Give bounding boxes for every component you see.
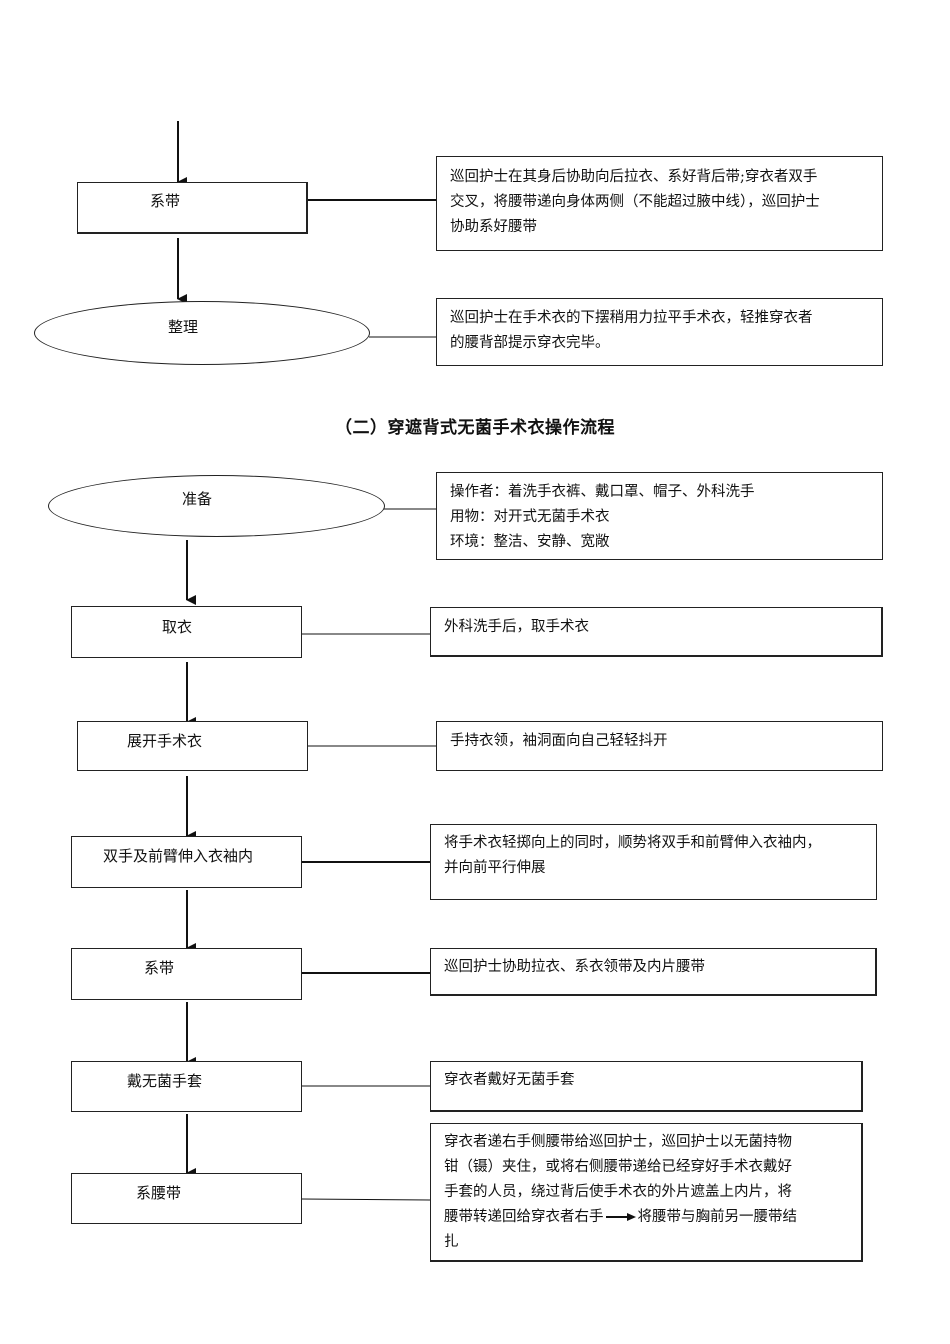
- note-line: 穿衣者戴好无菌手套: [444, 1072, 575, 1088]
- note-line: 手套的人员，绕过背后使手术衣的外片遮盖上内片，将: [444, 1184, 792, 1200]
- step-take-label: 取衣: [162, 618, 193, 636]
- step-sleeves-box: 双手及前臂伸入衣袖内: [71, 836, 302, 888]
- step-tie-note: 巡回护士在其身后协助向后拉衣、系好背后带;穿衣者双手 交叉，将腰带递向身体两侧（…: [436, 156, 883, 251]
- step-unfold-note: 手持衣领，袖洞面向自己轻轻抖开: [436, 721, 883, 771]
- note-text: 腰带转递回给穿衣者右手: [444, 1209, 604, 1225]
- step-tie-label: 系带: [150, 192, 181, 210]
- step-waist-note: 穿衣者递右手侧腰带给巡回护士，巡回护士以无菌持物 钳（镊）夹住，或将右侧腰带递给…: [430, 1123, 863, 1262]
- note-line: 并向前平行伸展: [444, 860, 546, 876]
- note-line: 穿衣者递右手侧腰带给巡回护士，巡回护士以无菌持物: [444, 1134, 792, 1150]
- step-gloves-note: 穿衣者戴好无菌手套: [430, 1061, 863, 1112]
- step-tidy-note: 巡回护士在手术衣的下摆稍用力拉平手术衣，轻推穿衣者 的腰背部提示穿衣完毕。: [436, 298, 883, 366]
- note-line: 巡回护士在其身后协助向后拉衣、系好背后带;穿衣者双手: [450, 169, 818, 185]
- step-prepare-label: 准备: [182, 490, 213, 508]
- step-prepare-ellipse: 准备: [48, 475, 385, 537]
- right-arrow-icon: [605, 1213, 636, 1221]
- step-waist-label: 系腰带: [136, 1184, 182, 1202]
- step-take-note: 外科洗手后，取手术衣: [430, 607, 883, 657]
- note-line: 用物：对开式无菌手术衣: [450, 509, 610, 525]
- section-title: （二）穿遮背式无菌手术衣操作流程: [335, 418, 615, 438]
- note-line: 环境：整洁、安静、宽敞: [450, 534, 610, 550]
- step-gloves-label: 戴无菌手套: [127, 1072, 203, 1090]
- step-prepare-note: 操作者：着洗手衣裤、戴口罩、帽子、外科洗手 用物：对开式无菌手术衣 环境：整洁、…: [436, 472, 883, 560]
- note-line: 手持衣领，袖洞面向自己轻轻抖开: [450, 733, 668, 749]
- note-line-with-arrow: 腰带转递回给穿衣者右手 将腰带与胸前另一腰带结: [444, 1205, 851, 1230]
- note-text: 将腰带与胸前另一腰带结: [637, 1209, 798, 1225]
- note-line: 的腰背部提示穿衣完毕。: [450, 335, 610, 351]
- note-line: 钳（镊）夹住，或将右侧腰带递给已经穿好手术衣戴好: [444, 1159, 792, 1175]
- step-take-box: 取衣: [71, 606, 302, 658]
- step-sleeves-note: 将手术衣轻掷向上的同时，顺势将双手和前臂伸入衣袖内， 并向前平行伸展: [430, 824, 877, 900]
- note-line: 巡回护士在手术衣的下摆稍用力拉平手术衣，轻推穿衣者: [450, 310, 813, 326]
- note-line: 外科洗手后，取手术衣: [444, 619, 589, 635]
- step-tidy-ellipse: 整理: [34, 301, 370, 365]
- note-line: 交叉，将腰带递向身体两侧（不能超过腋中线），巡回护士: [450, 194, 820, 210]
- step-tidy-label: 整理: [168, 318, 199, 336]
- step-waist-box: 系腰带: [71, 1173, 302, 1224]
- note-line: 巡回护士协助拉衣、系衣领带及内片腰带: [444, 959, 705, 975]
- note-line: 扎: [444, 1234, 459, 1250]
- step-unfold-label: 展开手术衣: [127, 732, 203, 750]
- note-line: 操作者：着洗手衣裤、戴口罩、帽子、外科洗手: [450, 484, 755, 500]
- step-tie2-note: 巡回护士协助拉衣、系衣领带及内片腰带: [430, 948, 877, 996]
- note-line: 将手术衣轻掷向上的同时，顺势将双手和前臂伸入衣袖内，: [444, 835, 821, 851]
- connector-waist: [301, 1198, 431, 1201]
- step-tie2-label: 系带: [144, 959, 175, 977]
- step-tie-box: 系带: [77, 182, 308, 234]
- step-sleeves-label: 双手及前臂伸入衣袖内: [103, 847, 254, 865]
- step-gloves-box: 戴无菌手套: [71, 1061, 302, 1112]
- note-line: 协助系好腰带: [450, 219, 537, 235]
- step-tie2-box: 系带: [71, 948, 302, 1000]
- step-unfold-box: 展开手术衣: [77, 721, 308, 771]
